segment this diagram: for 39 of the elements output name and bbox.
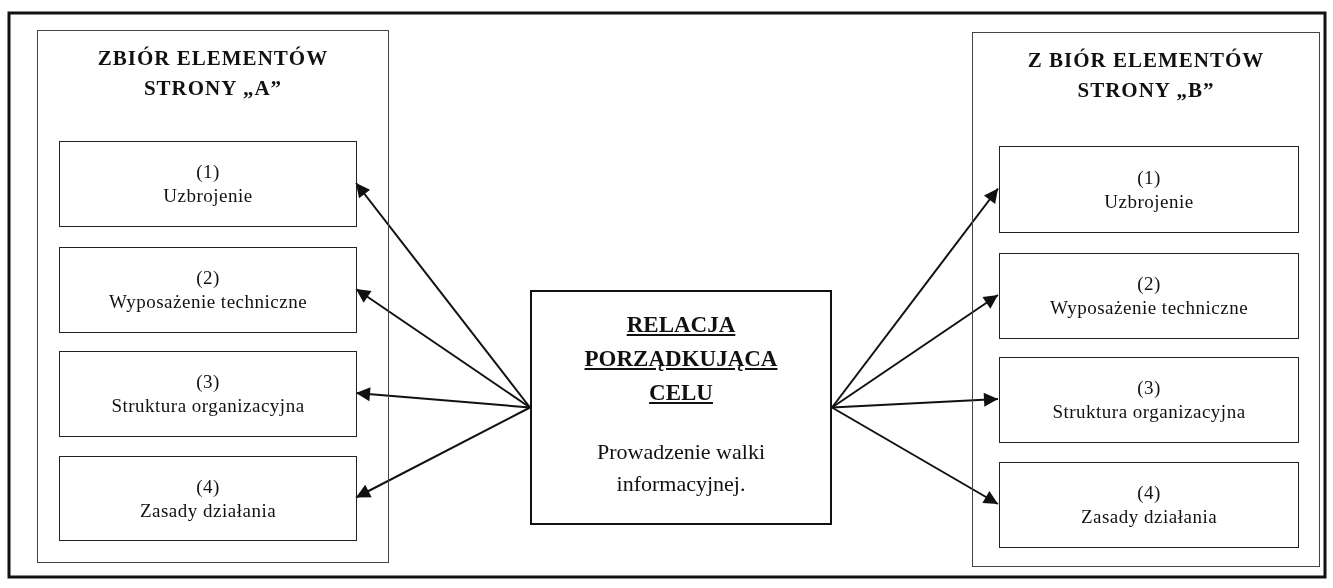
item-number: (4) xyxy=(1137,482,1161,504)
item-number: (4) xyxy=(196,475,220,498)
arrow xyxy=(831,406,999,505)
item-label: Zasady działania xyxy=(139,499,277,522)
item-label: Struktura organizacyjna xyxy=(1052,401,1246,423)
panel-heading: Z BIÓR ELEMENTÓW STRONY „B” xyxy=(1026,47,1266,104)
element-box xyxy=(999,357,1299,443)
element-box xyxy=(999,253,1299,339)
arrow xyxy=(355,406,531,499)
item-label: Uzbrojenie xyxy=(1104,190,1194,213)
item-number: (2) xyxy=(196,267,220,289)
item-number: (3) xyxy=(1137,377,1161,399)
box-heading: RELACJA PORZĄDKUJĄCA CELU xyxy=(583,311,779,407)
item-number: (2) xyxy=(1137,273,1161,295)
panel-heading: ZBIÓR ELEMENTÓW STRONY „A” xyxy=(96,45,330,102)
item-label: Wyposażenie techniczne xyxy=(1049,297,1249,319)
element-box xyxy=(59,141,357,227)
item-label: Uzbrojenie xyxy=(163,185,253,207)
group-panel xyxy=(972,32,1320,567)
arrow xyxy=(355,288,531,409)
item-label: Wyposażenie techniczne xyxy=(108,291,308,313)
item-number: (1) xyxy=(1137,166,1161,189)
group-panel xyxy=(37,30,389,563)
element-box xyxy=(999,462,1299,548)
element-box xyxy=(59,247,357,333)
box-text: Prowadzenie walki informacyjnej. xyxy=(596,438,766,498)
arrow xyxy=(831,294,999,409)
item-label: Struktura organizacyjna xyxy=(111,395,305,417)
relation-box xyxy=(530,290,832,525)
arrow xyxy=(355,182,531,409)
item-number: (1) xyxy=(196,161,220,183)
item-label: Zasady działania xyxy=(1080,506,1218,528)
item-number: (3) xyxy=(196,371,220,393)
arrow xyxy=(831,392,999,409)
element-box xyxy=(59,351,357,437)
element-box xyxy=(999,146,1299,233)
element-box xyxy=(59,456,357,541)
arrow xyxy=(355,387,531,409)
arrow xyxy=(831,187,999,409)
